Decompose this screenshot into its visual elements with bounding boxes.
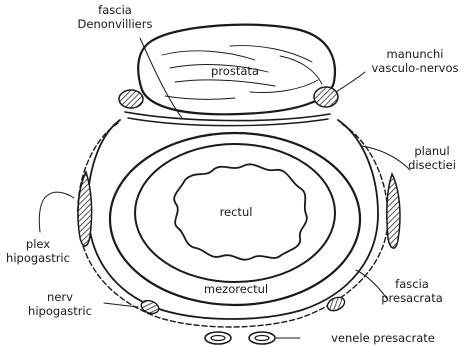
leader-line-nerv	[104, 303, 138, 307]
label-mezorectul: mezorectul	[204, 282, 268, 296]
mesorectum	[110, 133, 360, 305]
leader-line-manunchi	[336, 72, 365, 92]
hypogastric-plexus-left	[78, 172, 92, 246]
label-rectul: rectul	[220, 205, 253, 219]
label-nerv-line2: hipogastric	[28, 304, 92, 318]
neurovascular-bundle-left	[119, 90, 143, 108]
label-plex-line1: plex	[26, 237, 50, 251]
label-plex-line2: hipogastric	[6, 251, 70, 265]
label-fascia-denonvilliers-line2: Denonvilliers	[78, 17, 153, 31]
label-manunchi-line1: manunchi	[387, 47, 444, 61]
label-planul-line2: disectiei	[408, 158, 456, 172]
label-fascia-denonvilliers-line1: fascia	[98, 3, 132, 17]
neurovascular-bundle-right	[314, 87, 338, 107]
label-manunchi-line2: vasculo-nervos	[372, 61, 459, 75]
label-nerv-line1: nerv	[47, 290, 73, 304]
label-venele-presacrate: venele presacrate	[331, 331, 435, 345]
label-planul-line1: planul	[414, 144, 449, 158]
leader-line-plex	[39, 192, 74, 232]
label-prostata: prostata	[211, 64, 259, 78]
hypogastric-plexus-right	[387, 174, 400, 248]
leader-line-planul	[362, 146, 410, 170]
presacral-veins	[205, 332, 275, 344]
label-fascia-presacrata-line1: fascia	[395, 277, 429, 291]
dissection-plane	[78, 123, 388, 327]
label-fascia-presacrata-line2: presacrata	[381, 291, 443, 305]
